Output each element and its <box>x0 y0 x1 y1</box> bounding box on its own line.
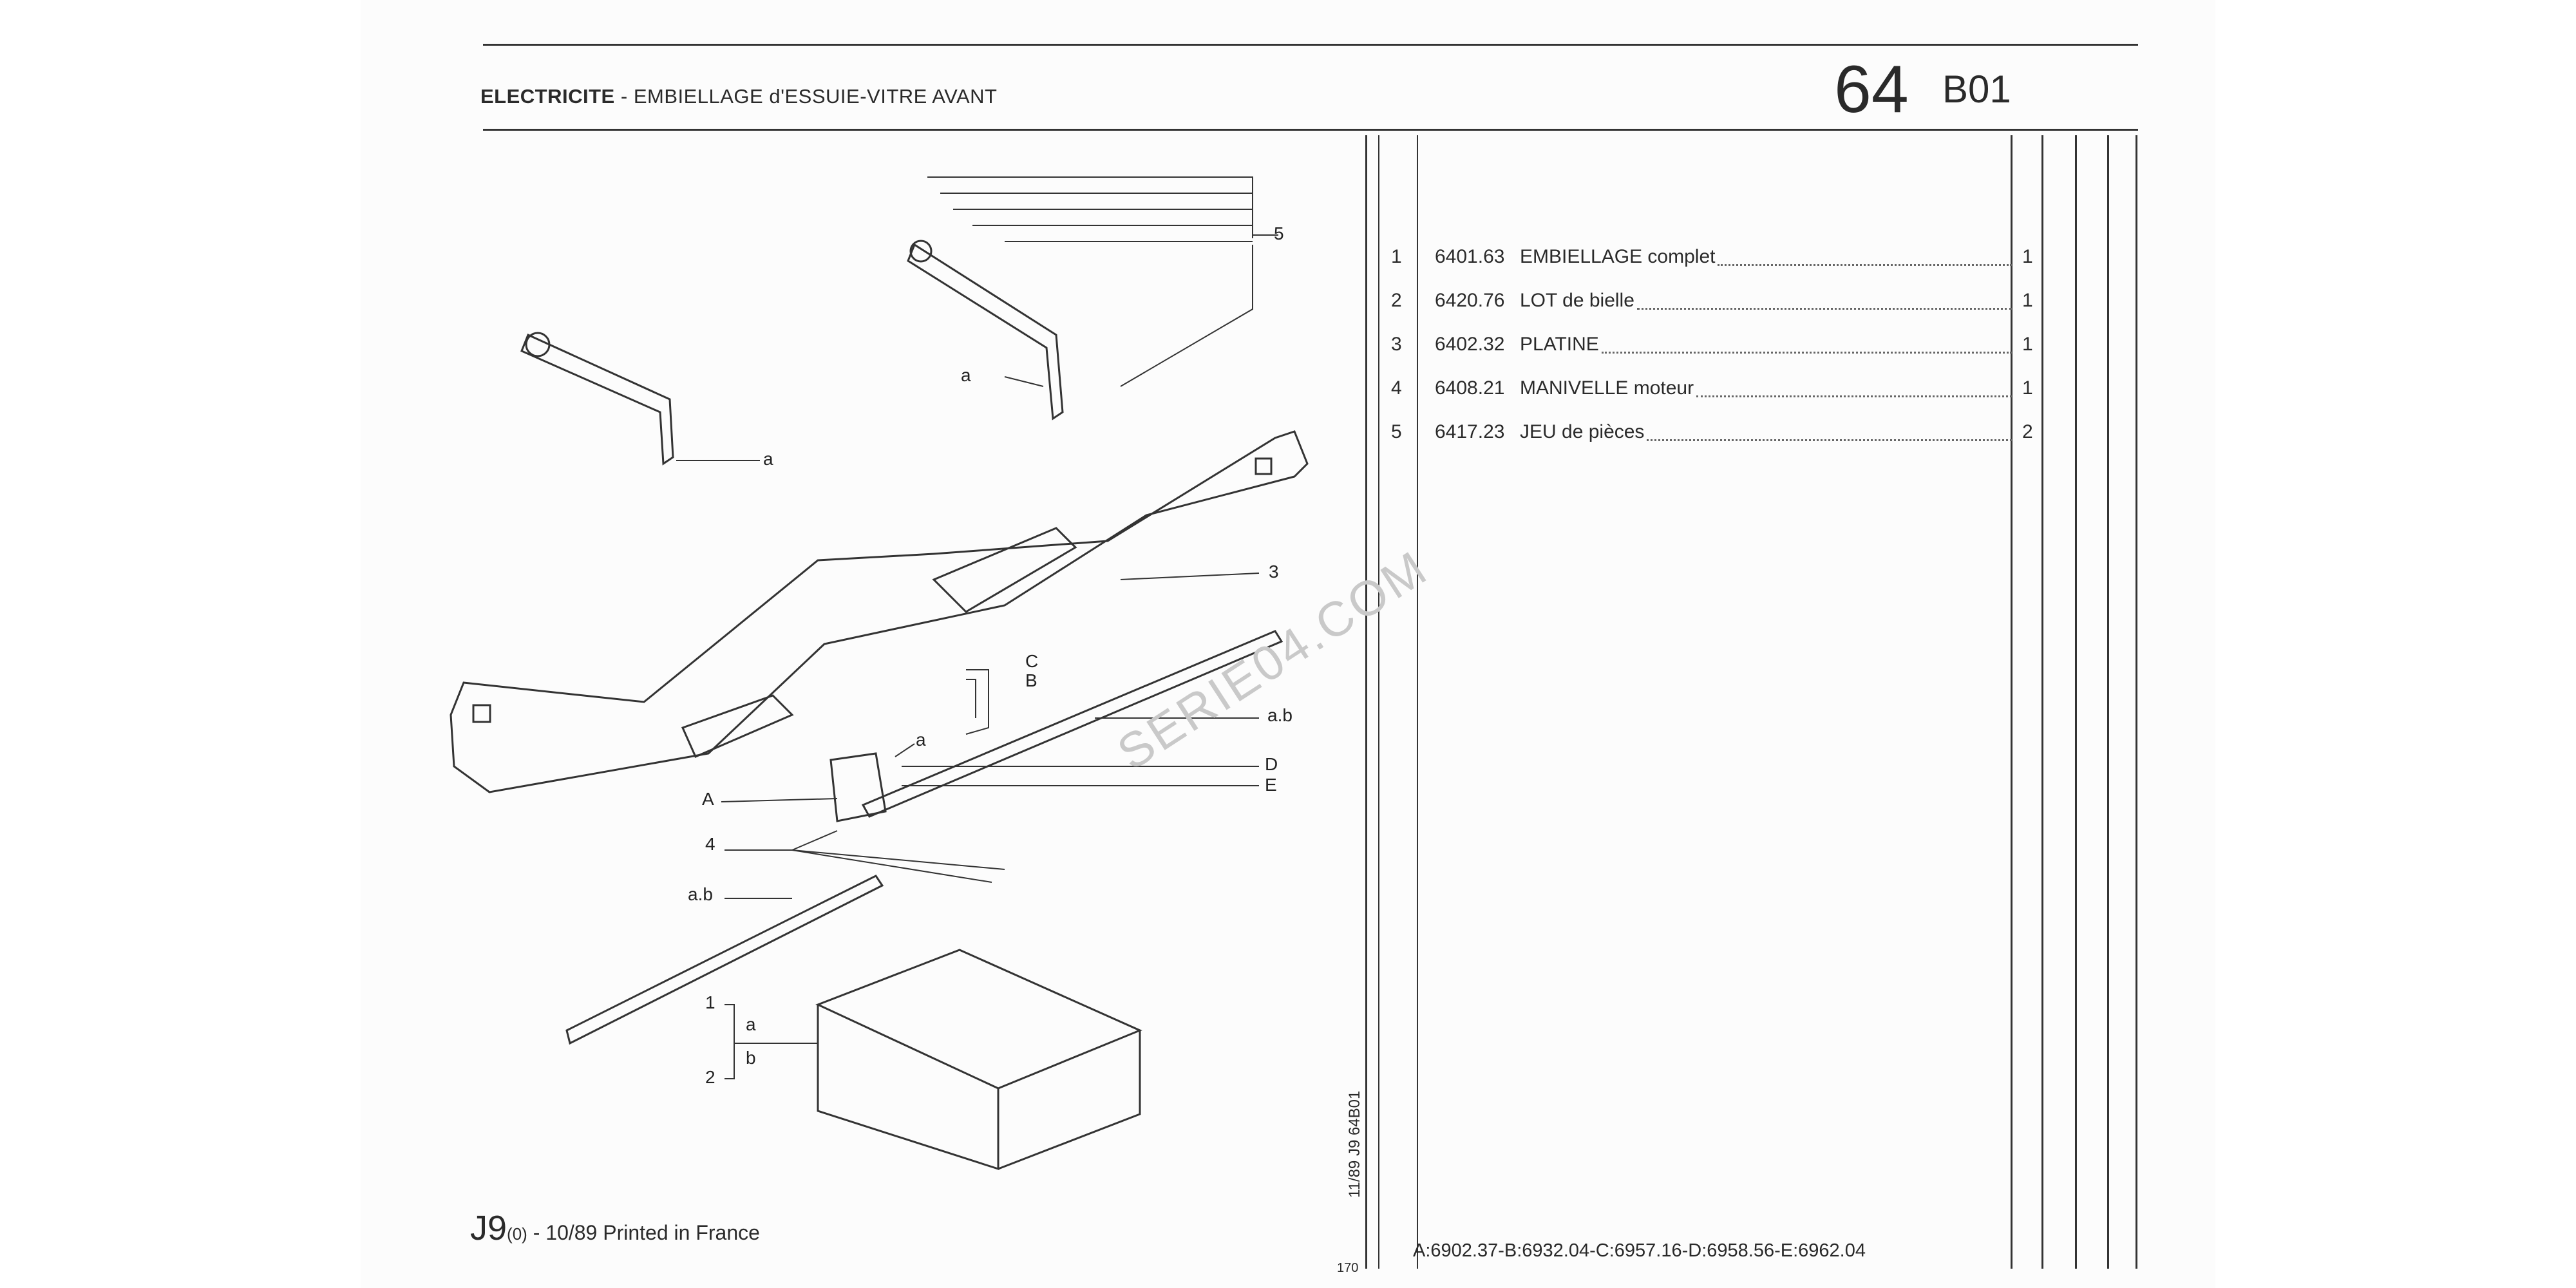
callout-A: A <box>702 789 714 809</box>
title-separator: - <box>620 85 628 108</box>
item-quantity: 1 <box>2022 246 2033 267</box>
page-number: 64 <box>1834 52 1909 127</box>
leader-4 <box>724 830 1005 883</box>
item-description: LOT de bielle <box>1520 290 1634 311</box>
parts-box-front <box>817 1005 999 1171</box>
dot-leader <box>1647 439 2012 441</box>
motor-crank <box>829 752 887 822</box>
platine-slot-left <box>681 694 794 758</box>
item-quantity: 1 <box>2022 290 2033 311</box>
leader-3 <box>1120 573 1260 580</box>
category-title: ELECTRICITE <box>480 85 615 108</box>
parts-box-top <box>815 949 1142 1090</box>
callout-3: 3 <box>1269 562 1279 582</box>
crank-left <box>520 333 674 466</box>
leader-A <box>721 798 838 802</box>
print-date: - 10/89 Printed in France <box>527 1221 760 1244</box>
platine-plate <box>450 430 1309 793</box>
list-item: 1 6401.63 EMBIELLAGE complet 1 <box>1391 246 2035 272</box>
callout-2: 2 <box>705 1067 715 1087</box>
callout-D: D <box>1265 754 1278 774</box>
item-index: 1 <box>1391 246 1402 267</box>
column-line <box>2041 135 2043 1269</box>
list-item: 5 6417.23 JEU de pièces 2 <box>1391 421 2035 447</box>
callout-B: B <box>1025 670 1037 690</box>
callout-a: a <box>746 1014 756 1034</box>
callout-a: a <box>916 730 926 750</box>
dot-leader <box>1637 308 2012 310</box>
leader-a-3 <box>895 743 915 757</box>
model-suffix: (0) <box>507 1224 527 1244</box>
callout-1: 1 <box>705 992 715 1012</box>
item-index: 5 <box>1391 421 1402 442</box>
callout-a: a <box>763 449 773 469</box>
item-description: MANIVELLE moteur <box>1520 377 1694 399</box>
dot-leader <box>1696 395 2012 397</box>
page-title: ELECTRICITE - EMBIELLAGE d'ESSUIE-VITRE … <box>480 85 997 108</box>
item-reference: 6401.63 <box>1435 246 1505 267</box>
column-line <box>2136 135 2137 1269</box>
column-line <box>2107 135 2109 1269</box>
column-line <box>2011 135 2012 1269</box>
list-item: 4 6408.21 MANIVELLE moteur 1 <box>1391 377 2035 403</box>
callout-ab: a.b <box>688 884 713 904</box>
subtitle: EMBIELLAGE d'ESSUIE-VITRE AVANT <box>633 85 998 108</box>
leader-c <box>965 669 989 735</box>
item-index: 2 <box>1391 290 1402 311</box>
item-index: 4 <box>1391 377 1402 399</box>
catalog-page <box>361 0 2215 1288</box>
crank-left-bushing <box>525 332 551 357</box>
column-line <box>2075 135 2077 1269</box>
column-line <box>1417 135 1418 1269</box>
page-code: 170 <box>1337 1261 1359 1275</box>
crank-right <box>907 243 1064 421</box>
link-rod-upper <box>861 630 1283 818</box>
list-item: 3 6402.32 PLATINE 1 <box>1391 334 2035 359</box>
crank-right-bushing <box>909 240 933 263</box>
dot-leader <box>1602 352 2012 354</box>
dot-leader <box>1718 264 2012 266</box>
header-rule <box>483 129 2138 131</box>
link-rod-lower <box>565 875 884 1045</box>
platine-hole-right <box>1255 457 1273 475</box>
item-index: 3 <box>1391 334 1402 355</box>
item-quantity: 1 <box>2022 377 2033 399</box>
leader-5 <box>927 176 1278 387</box>
callout-5: 5 <box>1274 223 1284 243</box>
callout-ab: a.b <box>1267 705 1293 725</box>
list-item: 2 6420.76 LOT de bielle 1 <box>1391 290 2035 316</box>
footer-print-info: J9(0) - 10/89 Printed in France <box>470 1208 760 1248</box>
parts-box-side <box>998 1030 1141 1170</box>
top-rule <box>483 44 2138 46</box>
column-line <box>1378 135 1379 1269</box>
item-description: PLATINE <box>1520 334 1599 355</box>
callout-4: 4 <box>705 834 715 854</box>
variant-codes: A:6902.37-B:6932.04-C:6957.16-D:6958.56-… <box>1413 1240 1866 1261</box>
leader-a-1 <box>1004 376 1044 387</box>
item-quantity: 2 <box>2022 421 2033 442</box>
platine-hole-left <box>472 704 491 723</box>
column-line <box>1365 135 1367 1269</box>
callout-a: a <box>961 365 971 385</box>
vertical-page-code: 11/89 J9 64B01 <box>1346 1090 1363 1198</box>
model-code: J9 <box>470 1209 507 1247</box>
item-reference: 6420.76 <box>1435 290 1505 311</box>
item-reference: 6417.23 <box>1435 421 1505 442</box>
callout-b: b <box>746 1048 756 1068</box>
item-quantity: 1 <box>2022 334 2033 355</box>
item-reference: 6408.21 <box>1435 377 1505 399</box>
item-description: JEU de pièces <box>1520 421 1645 442</box>
item-description: EMBIELLAGE complet <box>1520 246 1716 267</box>
section-code: B01 <box>1942 68 2011 111</box>
leader-bracket <box>724 1004 818 1079</box>
leader-b <box>966 679 976 718</box>
platine-window <box>932 527 1077 613</box>
callout-C: C <box>1025 651 1038 671</box>
callout-E: E <box>1265 775 1277 795</box>
item-reference: 6402.32 <box>1435 334 1505 355</box>
